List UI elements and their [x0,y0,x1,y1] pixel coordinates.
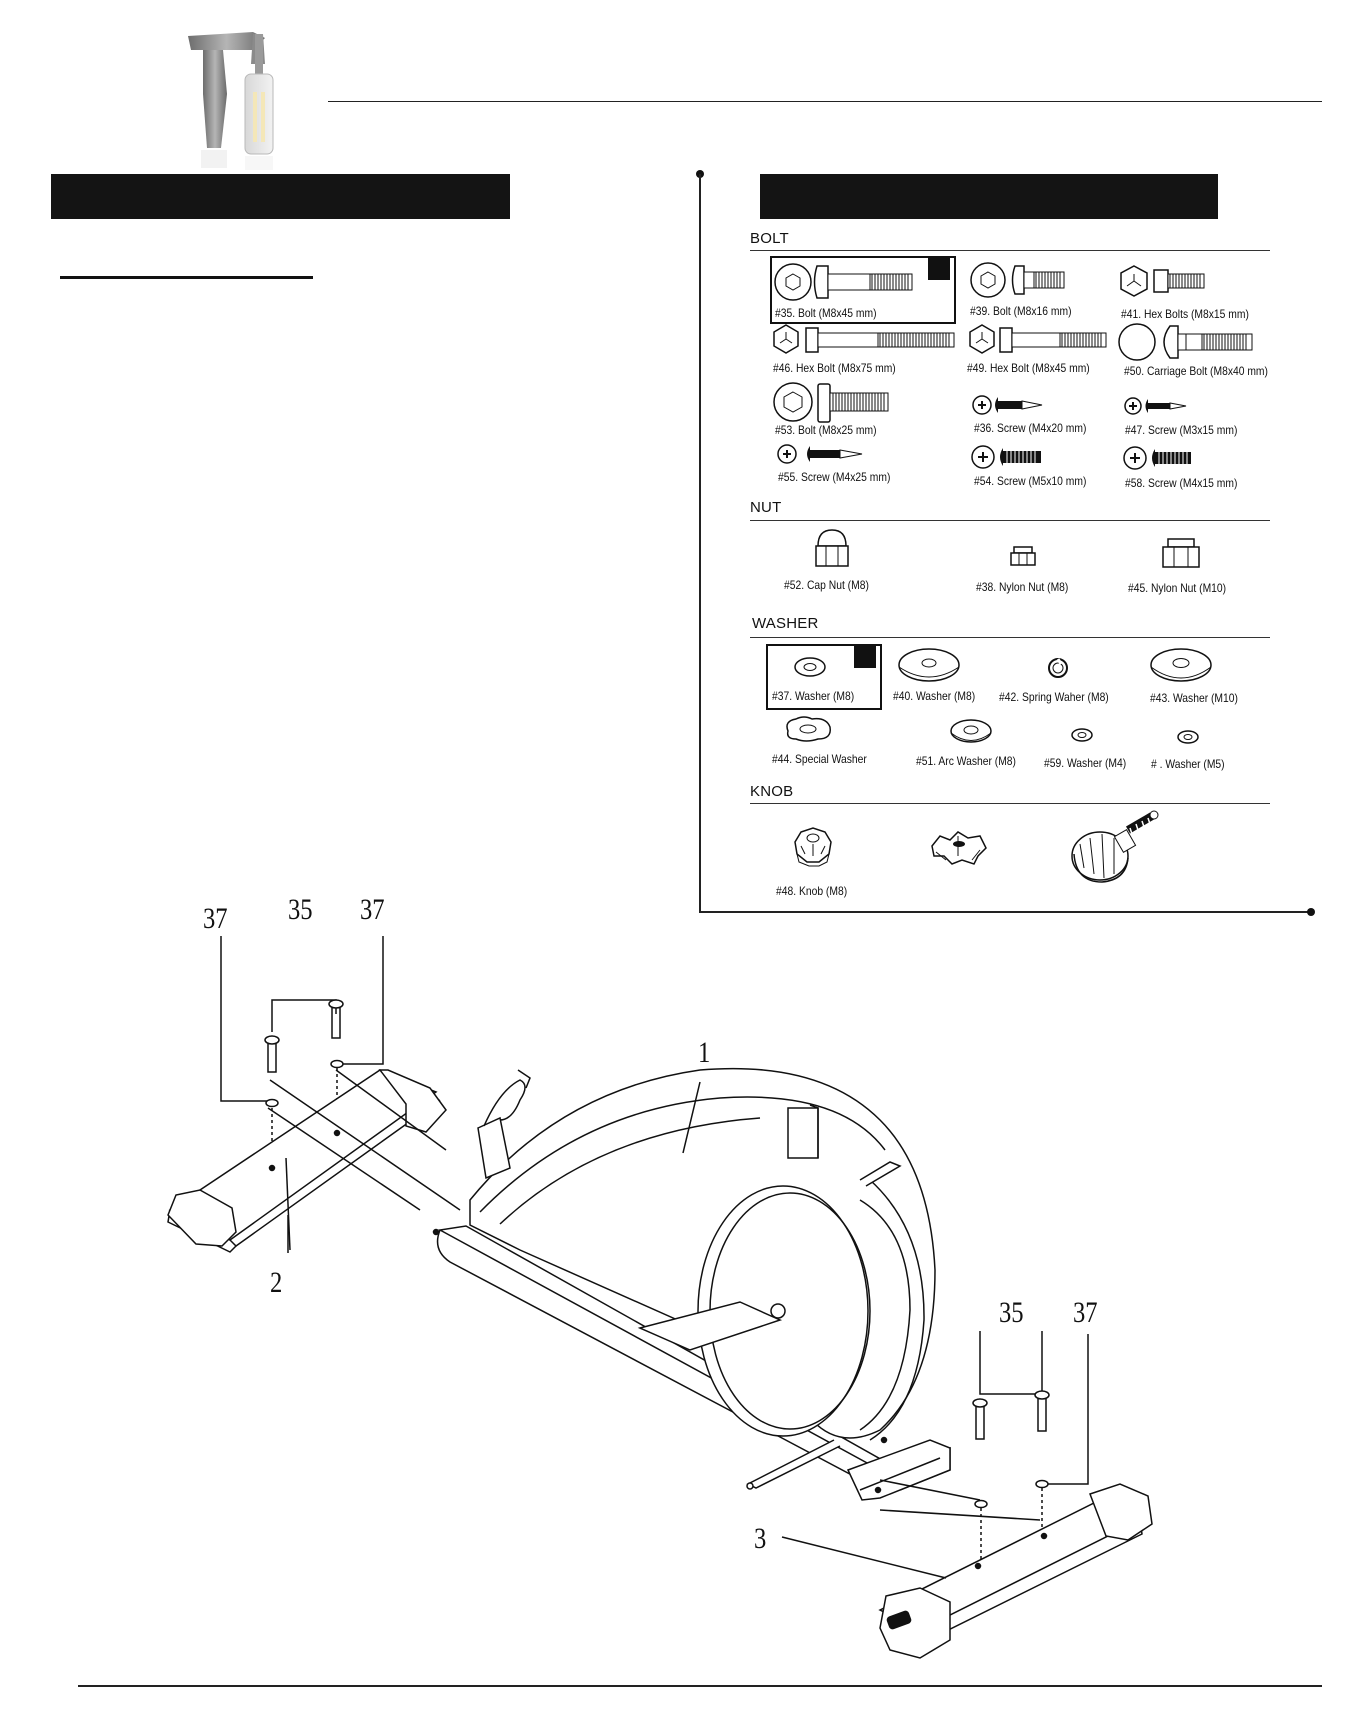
part-label: #39. Bolt (M8x16 mm) [970,304,1072,318]
bolt-icon [968,262,1068,302]
callout-number: 3 [754,1522,767,1555]
spring-washer-icon [1046,656,1070,680]
highlight-box [770,256,956,324]
callout-number: 37 [203,902,228,935]
step-title-bar [51,174,510,219]
section-rule [750,637,1270,638]
part-label: #37. Washer (M8) [772,689,855,703]
elliptical-assembly-diagram [0,880,1358,1680]
nylon-nut-icon [1160,537,1202,569]
part-label: #53. Bolt (M8x25 mm) [775,423,877,437]
knob-icon [926,826,992,868]
screw-icon [972,393,1052,417]
callout-number: 35 [288,893,313,926]
section-heading-knob: KNOB [750,783,794,800]
footer-rule [78,1685,1322,1687]
hex-bolt-icon [770,322,960,358]
part-label: #35. Bolt (M8x45 mm) [775,306,877,320]
bolt-icon [772,262,927,302]
cap-nut-icon [812,528,852,570]
bolt-icon [772,380,897,426]
section-rule [750,520,1270,521]
part-label: #59. Washer (M4) [1044,756,1127,770]
callout-number: 1 [698,1036,711,1069]
carriage-bolt-icon [1118,322,1258,362]
highlight-corner [928,258,950,280]
tools-logo-icon [183,24,298,172]
callout-number: 35 [999,1296,1024,1329]
washer-icon [897,647,961,683]
part-label: #43. Washer (M10) [1150,691,1238,705]
part-label: #41. Hex Bolts (M8x15 mm) [1121,307,1249,321]
special-washer-icon [782,713,834,745]
part-label: #44. Special Washer [772,752,867,766]
hex-bolt-icon [966,322,1111,358]
hex-bolt-icon [1118,262,1208,302]
part-label: #38. Nylon Nut (M8) [976,580,1069,594]
tension-knob-icon [1068,810,1168,886]
part-label: #58. Screw (M4x15 mm) [1125,476,1238,490]
washer-icon [1149,647,1213,685]
part-label: #54. Screw (M5x10 mm) [974,474,1087,488]
section-heading-nut: NUT [750,499,782,516]
callout-number: 37 [1073,1296,1098,1329]
part-label: #52. Cap Nut (M8) [784,578,869,592]
part-label: #40. Washer (M8) [893,689,976,703]
part-label: # . Washer (M5) [1151,757,1225,771]
callout-number: 37 [360,893,385,926]
screw-icon [776,442,866,466]
step-subheading-rule [60,276,313,279]
part-label: #51. Arc Washer (M8) [916,754,1016,768]
callout-number: 2 [270,1266,283,1299]
part-label: #49. Hex Bolt (M8x45 mm) [967,361,1090,375]
part-label: #47. Screw (M3x15 mm) [1125,423,1238,437]
hardware-title-bar [760,174,1218,219]
part-label: #46. Hex Bolt (M8x75 mm) [773,361,896,375]
part-label: #36. Screw (M4x20 mm) [974,421,1087,435]
part-label: #55. Screw (M4x25 mm) [778,470,891,484]
part-label: #50. Carriage Bolt (M8x40 mm) [1124,364,1268,378]
washer-icon [793,656,827,678]
knob-icon [789,824,837,868]
section-rule [750,250,1270,251]
washer-icon [1176,729,1200,745]
machine-screw-icon [971,444,1051,470]
section-heading-bolt: BOLT [750,230,789,247]
highlight-box [766,644,882,710]
washer-icon [1070,727,1094,743]
machine-screw-icon [1123,445,1203,471]
part-label: #42. Spring Waher (M8) [999,690,1109,704]
arc-washer-icon [948,718,994,746]
panel-left-rule [699,174,701,912]
part-label: #45. Nylon Nut (M10) [1128,581,1227,595]
section-rule [750,803,1270,804]
header-rule [328,101,1322,102]
part-label: #48. Knob (M8) [776,884,848,898]
section-heading-washer: WASHER [752,615,819,632]
screw-icon [1124,396,1194,416]
highlight-corner [854,646,876,668]
panel-corner-dot [1307,908,1315,916]
nylon-nut-icon [1009,545,1037,567]
panel-bottom-rule [699,911,1312,913]
